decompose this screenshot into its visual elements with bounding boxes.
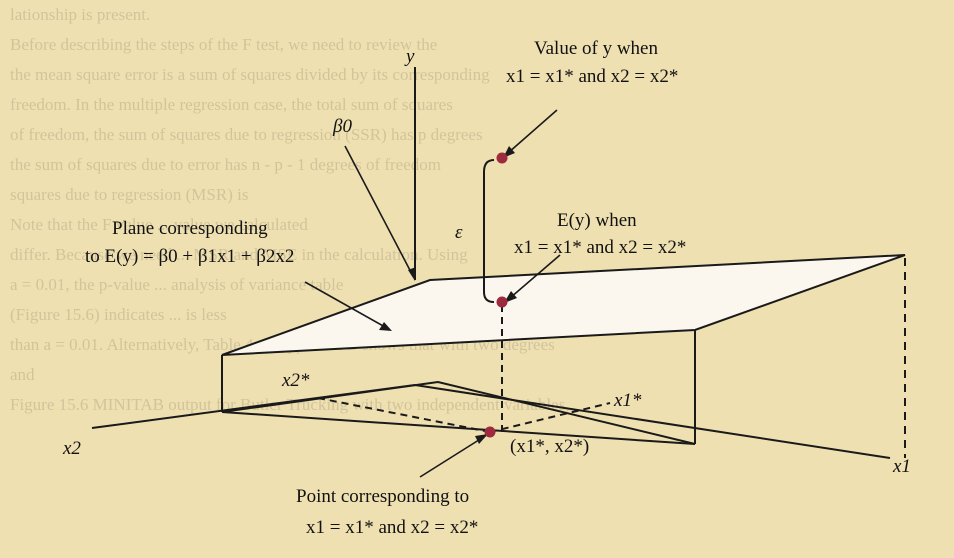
background-text-line: (Figure 15.6) indicates ... is less [10,305,227,324]
arrow-ey [509,254,561,299]
x2-axis-label: x2 [63,438,81,459]
value-of-y-title: Value of y when [534,38,658,59]
y-axis-label: y [406,46,415,67]
background-text-line: and [10,365,35,384]
observed-value-point [496,152,508,164]
arrow-plane-head [379,322,392,331]
arrow-point [419,437,483,478]
x1-axis-line [414,384,891,459]
beta0-label: β0 [333,116,352,137]
epsilon-label: ε [455,222,463,243]
background-text-line: Before describing the steps of the F tes… [10,35,438,54]
plane-equation: to E(y) = β0 + β1x1 + β2x2 [85,246,295,267]
background-text-line: the mean square error is a sum of square… [10,65,490,84]
x1-star-dashed [489,402,611,433]
background-text-line: differ. Because we need ... MSR and MSE … [10,245,468,264]
plane-title: Plane corresponding [112,218,268,239]
x2-star-label: x2* [282,370,310,391]
value-of-y-condition: x1 = x1* and x2 = x2* [506,66,679,87]
x1-axis-label: x1 [893,456,911,477]
x1-star-label: x1* [614,390,642,411]
arrow-beta0 [344,145,414,277]
ey-condition: x1 = x1* and x2 = x2* [514,237,687,258]
expected-value-point [496,296,508,308]
x2-star-dashed [317,397,491,433]
regression-plane [221,254,906,356]
epsilon-bracket [483,159,495,303]
background-text-line: Note that the F value ... value we calcu… [10,215,308,234]
point-coordinates-label: (x1*, x2*) [510,436,590,457]
point-condition: x1 = x1* and x2 = x2* [306,517,479,538]
background-text-line: squares due to regression (MSR) is [10,185,249,204]
arrow-ey-head [504,291,517,303]
background-text-line: freedom. In the multiple regression case… [10,95,453,114]
ey-title: E(y) when [557,210,637,231]
arrow-value-of-y [507,109,558,154]
background-text-line: a = 0.01, the p-value ... analysis of va… [10,275,344,294]
arrow-point-head [475,434,488,444]
floor-front-edge [221,411,696,445]
arrow-beta0-head [408,267,416,281]
background-text-line: lationship is present. [10,5,151,24]
background-text-line: of freedom, the sum of squares due to re… [10,125,483,144]
floor-point [484,426,496,438]
arrow-plane [304,281,386,328]
point-title: Point corresponding to [296,486,470,507]
floor-back-edge [221,380,696,445]
background-text-line: the sum of squares due to error has n - … [10,155,441,174]
background-text-line: Figure 15.6 MINITAB output for Butler Tr… [10,395,570,414]
